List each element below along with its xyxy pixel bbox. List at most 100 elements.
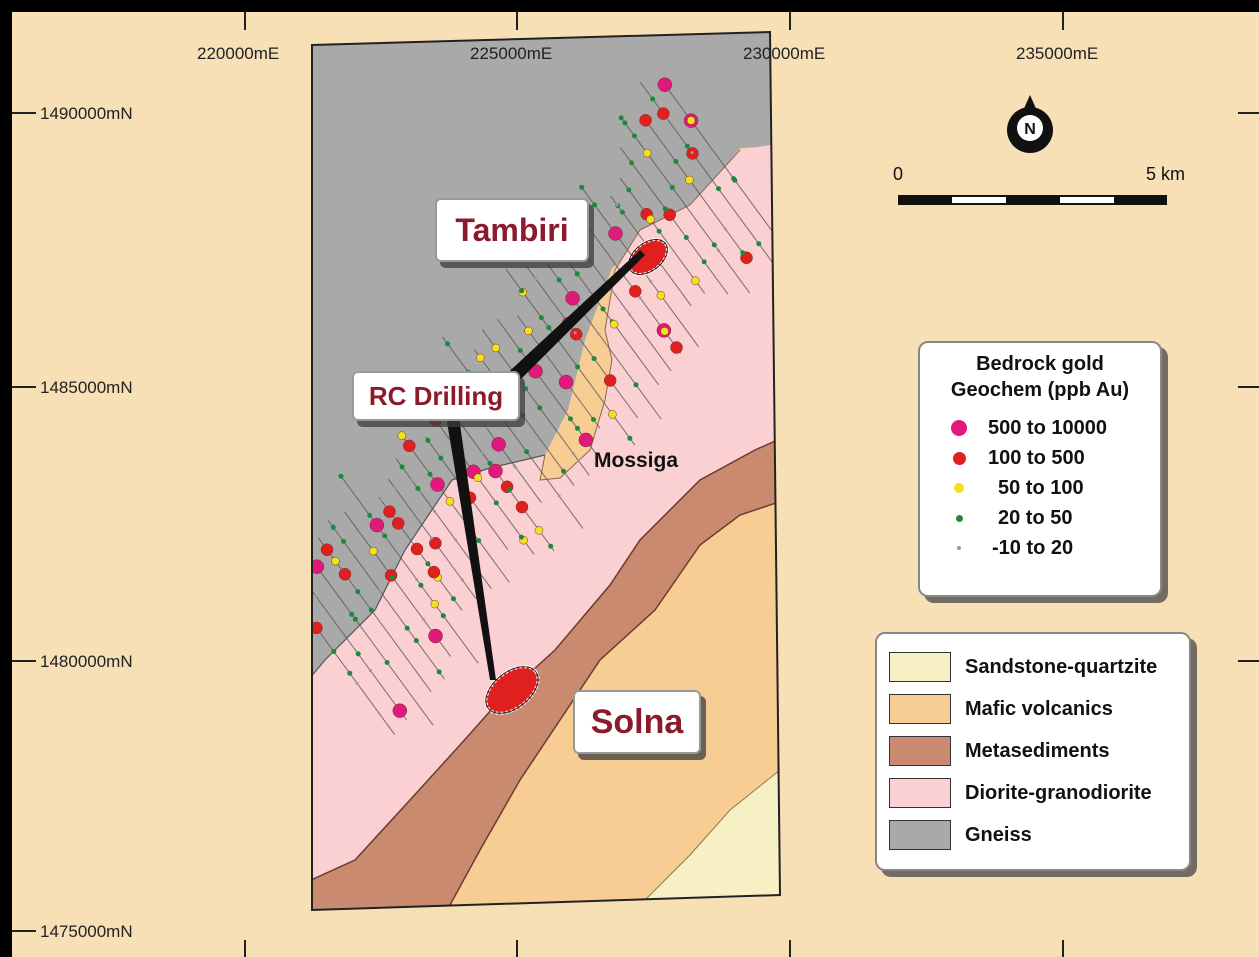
northing-label-1490000: 1490000mN [40,104,133,123]
geochem-point [410,542,424,556]
geochem-point [629,285,642,298]
geochem-point [518,534,524,540]
easting-label-220000: 220000mE [197,44,280,63]
geochem-point [383,505,396,518]
geochem-point [662,206,668,212]
geochem-point [608,410,617,419]
geochem-point [577,459,581,463]
geochem-point [610,288,614,292]
unit-metasediments [312,430,780,910]
geochem-point [438,455,444,461]
legend-geology-item: Gneiss [889,814,1189,856]
traverse-line [619,146,729,295]
legend-geology-item: Diorite-granodiorite [889,772,1189,814]
geochem-point [690,151,694,155]
geochem-point [491,437,506,452]
geochem-point [619,209,625,215]
legend-geochem: Bedrock gold Geochem (ppb Au) 500 to 100… [918,341,1162,597]
geochem-point [537,405,543,411]
geochem-point [378,590,382,593]
legend-geology-item: Metasediments [889,730,1189,772]
scale-bar [898,195,1167,205]
geochem-point [488,463,503,479]
geochem-point [632,133,637,139]
geochem-point [740,250,746,256]
geochem-point [639,114,652,127]
geochem-point [369,517,385,533]
geochem-point [649,280,653,283]
geochem-point [389,574,395,580]
geochem-point [392,703,408,718]
geochem-point [686,116,696,125]
geochem-point [312,621,323,635]
traverse-line [312,569,407,721]
geochem-point [391,517,405,530]
geochem-point [430,536,434,540]
geochem-point [660,327,669,336]
traverse-line [327,519,445,680]
geochem-point [460,578,464,582]
scale-end-label: 5 km [1146,164,1186,184]
geochem-point [428,628,443,644]
traverse-line [550,237,660,386]
geochem-point [534,277,538,281]
geochem-point [656,291,666,300]
legend-geology-item: Sandstone-quartzite [889,646,1189,688]
geochem-point [404,625,410,631]
geochem-point [506,487,512,493]
geochem-point [355,589,361,595]
geochem-point [556,277,562,283]
geochem-point [716,186,721,192]
geochem-point [756,241,762,247]
geochem-point [546,325,552,331]
geochem-point [476,353,485,363]
geochem-point [341,538,346,544]
geochem-point [561,468,566,474]
geochem-point [355,651,361,657]
north-arrow-icon: N [1007,95,1053,153]
geochem-point [347,670,353,676]
geochem-point [451,596,456,602]
northing-label-1480000: 1480000mN [40,652,133,671]
geochem-point [522,384,526,388]
geochem-point [600,306,606,312]
geochem-point [384,660,390,665]
geochem-point [723,227,727,231]
geochem-point [440,613,446,619]
traverse-line [620,117,751,294]
unit-diorite-granodiorite [312,140,780,885]
geochem-point [650,96,656,102]
geochem-point [355,682,359,685]
unit-sandstone-quartzite [640,760,780,910]
geochem-point [425,437,431,443]
easting-label-225000: 225000mE [470,44,553,63]
geochem-point [331,649,337,654]
legend-geochem-item: 50 to 100 [948,473,1160,503]
place-label-mossiga: Mossiga [594,449,679,472]
legend-geology: Sandstone-quartzite Mafic volcanics Meta… [875,632,1191,871]
geochem-point [568,416,573,422]
geochem-point [622,120,628,126]
easting-label-235000: 235000mE [1016,44,1099,63]
geochem-point [403,439,416,453]
geochem-point [673,159,679,164]
geochem-point [429,536,442,550]
geochem-point [574,271,580,277]
map-area-border [311,30,782,912]
geochem-point [524,449,530,455]
geochem-point [382,533,388,539]
geochem-point [415,486,421,491]
legend-geochem-item: 100 to 500 [948,443,1160,473]
geochem-point [368,669,372,673]
geochem-point [352,616,358,622]
geochem-point [565,291,580,306]
traverse-line [496,318,598,456]
svg-text:N: N [1024,121,1036,138]
geochem-point [657,77,673,92]
geochem-point [445,497,455,506]
traverse-line [517,315,601,429]
geochem-point [368,607,374,613]
place-label-solna: Solna [573,690,701,754]
geochem-point [557,494,561,498]
geochem-point [393,487,397,490]
